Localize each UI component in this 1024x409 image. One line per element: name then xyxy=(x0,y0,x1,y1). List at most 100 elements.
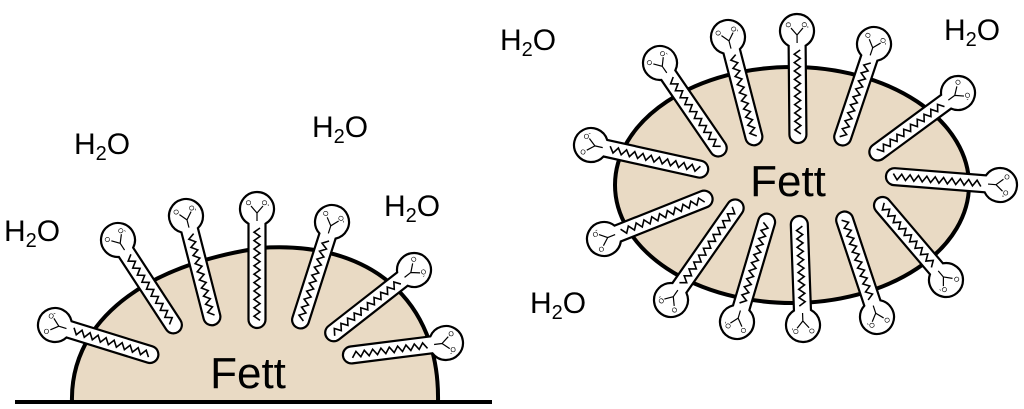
charge-label: - xyxy=(881,41,889,46)
oxygen-atom-label: O xyxy=(102,236,111,245)
surfactant-molecule: OO- xyxy=(778,12,816,145)
water-label: H2O xyxy=(384,190,440,227)
carboxyl-bond xyxy=(721,32,734,49)
left-droplet: Fett OO-OO-OO-OO-OO-OO-OO- xyxy=(15,190,492,404)
oxygen-atom-label: O xyxy=(336,214,344,222)
charge-label: - xyxy=(264,204,271,207)
hydrocarbon-chain xyxy=(351,341,429,359)
charge-label: - xyxy=(937,286,944,293)
carboxyl-bond xyxy=(796,312,810,329)
hydrocarbon-chain xyxy=(333,280,402,336)
carboxyl-bond xyxy=(111,234,126,251)
surfactant-molecule: OO- xyxy=(868,74,977,162)
oxygen-atom-label: O xyxy=(658,297,667,306)
surfactant-molecule: OO- xyxy=(718,212,777,341)
surfactant-molecule: OO- xyxy=(36,306,160,365)
carboxyl-bond xyxy=(434,336,451,350)
carboxyl-bond xyxy=(250,205,264,221)
oxygen-atom-label: O xyxy=(579,149,586,157)
oxygen-atom-label: O xyxy=(1003,172,1010,179)
hydrocarbon-chain xyxy=(792,49,803,135)
oxygen-atom-label: O xyxy=(793,328,800,334)
molecule-outline xyxy=(868,74,977,162)
hydrocarbon-chain xyxy=(739,221,770,304)
oxygen-atom-label: O xyxy=(408,254,417,263)
molecule-outline xyxy=(784,214,822,344)
carboxyl-bond xyxy=(664,289,679,306)
hydrocarbon-chain xyxy=(839,62,872,138)
surfactant-molecule: OO- xyxy=(835,210,896,336)
hydrocarbon-chain xyxy=(841,219,874,301)
charge-label: - xyxy=(657,294,664,300)
charge-label: - xyxy=(339,219,347,224)
surfactant-molecule: OO- xyxy=(291,203,351,330)
surfactant-molecule: OO- xyxy=(709,18,764,147)
surfactant-molecule: OO- xyxy=(585,189,714,258)
molecule-outline xyxy=(291,203,351,330)
surfactant-molecule: OO- xyxy=(99,221,183,335)
oxygen-atom-label: O xyxy=(868,321,877,329)
surfactant-molecule: OO- xyxy=(652,198,745,319)
charge-label: - xyxy=(734,29,742,34)
water-label: H2O xyxy=(500,24,556,61)
hydrocarbon-chain xyxy=(620,196,706,235)
oxygen-atom-label: O xyxy=(953,77,962,86)
oxygen-atom-label: O xyxy=(418,267,427,276)
charge-label: - xyxy=(1001,192,1005,199)
oxygen-atom-label: O xyxy=(598,246,606,255)
left-fat-label: Fett xyxy=(210,349,286,398)
carboxyl-bond xyxy=(179,211,192,228)
oxygen-atom-label: O xyxy=(800,22,807,28)
oxygen-atom-label: O xyxy=(43,328,51,336)
surfactant-molecule: OO- xyxy=(167,197,222,327)
carboxyl-bond xyxy=(326,217,339,234)
hydrocarbon-chain xyxy=(679,206,736,284)
carboxyl-bond xyxy=(653,57,668,74)
oxygen-atom-label: O xyxy=(171,209,179,217)
oxygen-atom-label: O xyxy=(583,133,590,141)
water-label: H2O xyxy=(530,287,586,324)
water-labels: H2O H2O H2O H2O H2O H2O H2O xyxy=(4,14,1000,324)
oxygen-atom-label: O xyxy=(725,322,733,330)
hydrocarbon-chain xyxy=(881,202,935,268)
oxygen-atom-label: O xyxy=(878,36,887,44)
molecule-outline xyxy=(167,197,222,327)
oxygen-atom-label: O xyxy=(449,345,456,353)
surfactant-molecule: OO- xyxy=(641,44,728,158)
oxygen-atom-label: O xyxy=(260,200,267,206)
molecule-outline xyxy=(341,324,465,365)
oxygen-atom-label: O xyxy=(863,31,872,39)
hydrocarbon-chain xyxy=(73,327,150,358)
charge-label: - xyxy=(192,208,200,213)
surfactant-molecule: OO- xyxy=(872,195,965,299)
oxygen-atom-label: O xyxy=(740,327,748,335)
hydrocarbon-chain xyxy=(297,240,330,322)
water-label: H2O xyxy=(4,215,60,252)
carboxyl-bond xyxy=(987,178,1004,192)
charge-label: - xyxy=(964,96,971,103)
hydrocarbon-chain xyxy=(892,172,982,188)
charge-label: - xyxy=(663,51,670,57)
water-label: H2O xyxy=(944,14,1000,51)
hydrocarbon-chain xyxy=(669,76,721,148)
charge-label: - xyxy=(594,227,599,235)
surfactant-molecule: OO- xyxy=(884,166,1019,204)
surfactant-molecule: OO- xyxy=(833,25,893,147)
oxygen-atom-label: O xyxy=(657,50,666,59)
surfactant-molecule: OO- xyxy=(238,190,276,330)
hydrocarbon-chain xyxy=(729,54,758,137)
charge-label: - xyxy=(789,327,796,330)
oxygen-atom-label: O xyxy=(809,328,816,334)
oxygen-atom-label: O xyxy=(940,284,949,293)
surfactant-molecule: OO- xyxy=(341,324,465,365)
surfactant-molecule: OO- xyxy=(572,126,710,179)
molecule-outline xyxy=(572,126,710,179)
oxygen-atom-label: O xyxy=(884,316,893,324)
carboxyl-bond xyxy=(50,318,67,331)
hydrocarbon-chain xyxy=(876,103,945,153)
right-fat-label: Fett xyxy=(750,157,826,206)
water-label: H2O xyxy=(312,111,368,148)
oxygen-atom-label: O xyxy=(447,329,454,337)
